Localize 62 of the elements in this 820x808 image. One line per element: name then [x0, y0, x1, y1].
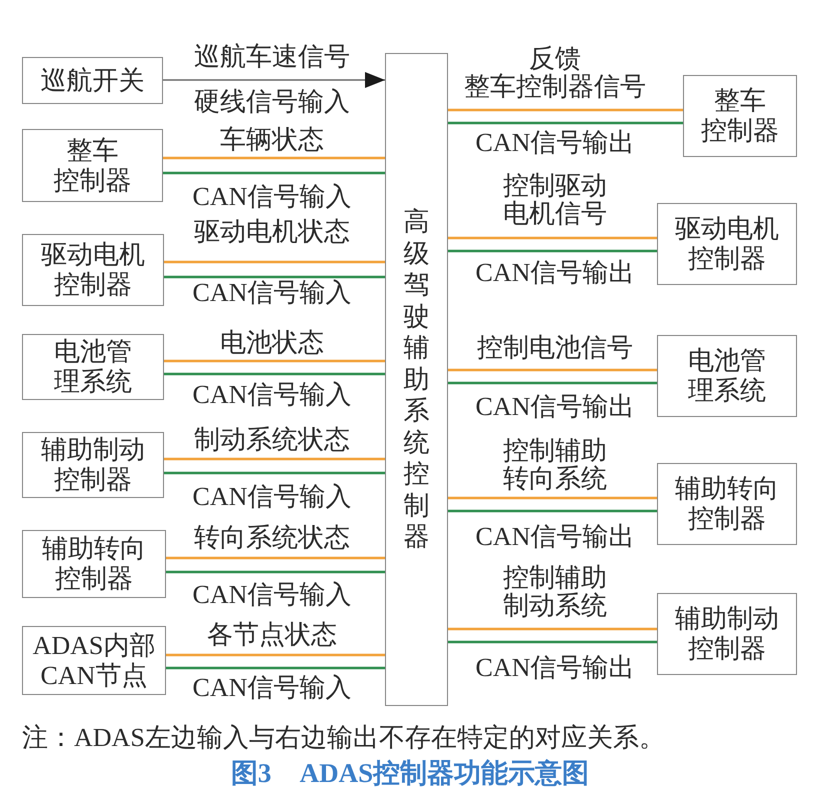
- signal-line: [448, 496, 657, 500]
- component-box: 辅助转向控制器: [22, 530, 166, 598]
- edge-label: 转向系统状态: [194, 524, 350, 552]
- signal-line: [166, 654, 385, 656]
- edge-label: CAN信号输出: [476, 129, 634, 157]
- edge-label: CAN信号输出: [476, 259, 634, 287]
- edge-label: CAN信号输入: [192, 674, 352, 702]
- component-box: 电池管理系统: [657, 335, 797, 417]
- edge-label: CAN信号输入: [192, 381, 352, 409]
- signal-line: [448, 628, 657, 630]
- signal-line: [448, 368, 657, 372]
- edge-label: 车辆状态: [220, 126, 324, 154]
- signal-line: [164, 472, 385, 474]
- edge-label: 电池状态: [220, 329, 324, 357]
- signal-line: [166, 666, 385, 670]
- component-box: 整车控制器: [22, 129, 163, 202]
- edge-label: CAN信号输入: [192, 581, 352, 609]
- component-box: 巡航开关: [22, 57, 163, 104]
- signal-line: [163, 172, 385, 174]
- component-box: 辅助制动控制器: [22, 432, 164, 498]
- component-box: 辅助制动控制器: [657, 593, 797, 675]
- controller-box: 高级驾驶辅助系统控制器: [385, 53, 448, 706]
- edge-label: 控制辅助制动系统: [503, 564, 607, 620]
- edge-label: 制动系统状态: [194, 426, 350, 454]
- edge-label: CAN信号输出: [476, 523, 634, 551]
- signal-type-label: 硬线信号输入: [194, 88, 350, 116]
- edge-label: 各节点状态: [207, 621, 337, 649]
- edge-label: CAN信号输入: [192, 279, 352, 307]
- edge-label: 驱动电机状态: [194, 218, 350, 246]
- signal-line: [164, 458, 385, 460]
- signal-line: [163, 156, 385, 160]
- component-box: 整车控制器: [683, 75, 797, 157]
- component-box: 电池管理系统: [22, 334, 164, 400]
- signal-line: [164, 276, 385, 278]
- edge-label: CAN信号输出: [476, 393, 634, 421]
- signal-line: [166, 556, 385, 560]
- edge-label: 控制辅助转向系统: [503, 437, 607, 493]
- component-box: 驱动电机控制器: [657, 203, 797, 285]
- signal-line: [448, 640, 657, 644]
- arrow: [163, 72, 385, 88]
- component-box: 驱动电机控制器: [22, 234, 164, 306]
- signal-line: [448, 510, 657, 512]
- edge-label: CAN信号输入: [192, 183, 352, 211]
- component-box: ADAS内部CAN节点: [22, 626, 166, 695]
- signal-line: [448, 382, 657, 384]
- edge-label: 控制电池信号: [477, 334, 633, 362]
- edge-label: 反馈整车控制器信号: [464, 45, 646, 101]
- signal-line: [448, 250, 657, 252]
- component-box: 辅助转向控制器: [657, 463, 797, 545]
- note-text: 注：ADAS左边输入与右边输出不存在特定的对应关系。: [22, 723, 665, 753]
- signal-line: [164, 360, 385, 362]
- edge-label: 控制驱动电机信号: [503, 172, 607, 228]
- edge-label: CAN信号输出: [476, 654, 634, 682]
- signal-line: [166, 570, 385, 574]
- signal-line: [448, 236, 657, 240]
- signal-line: [164, 372, 385, 376]
- signal-line: [448, 122, 683, 124]
- signal-line: [448, 108, 683, 112]
- figure-caption: 图3 ADAS控制器功能示意图: [230, 757, 590, 789]
- signal-line: [164, 260, 385, 264]
- edge-label: CAN信号输入: [192, 483, 352, 511]
- edge-label: 巡航车速信号: [194, 43, 350, 71]
